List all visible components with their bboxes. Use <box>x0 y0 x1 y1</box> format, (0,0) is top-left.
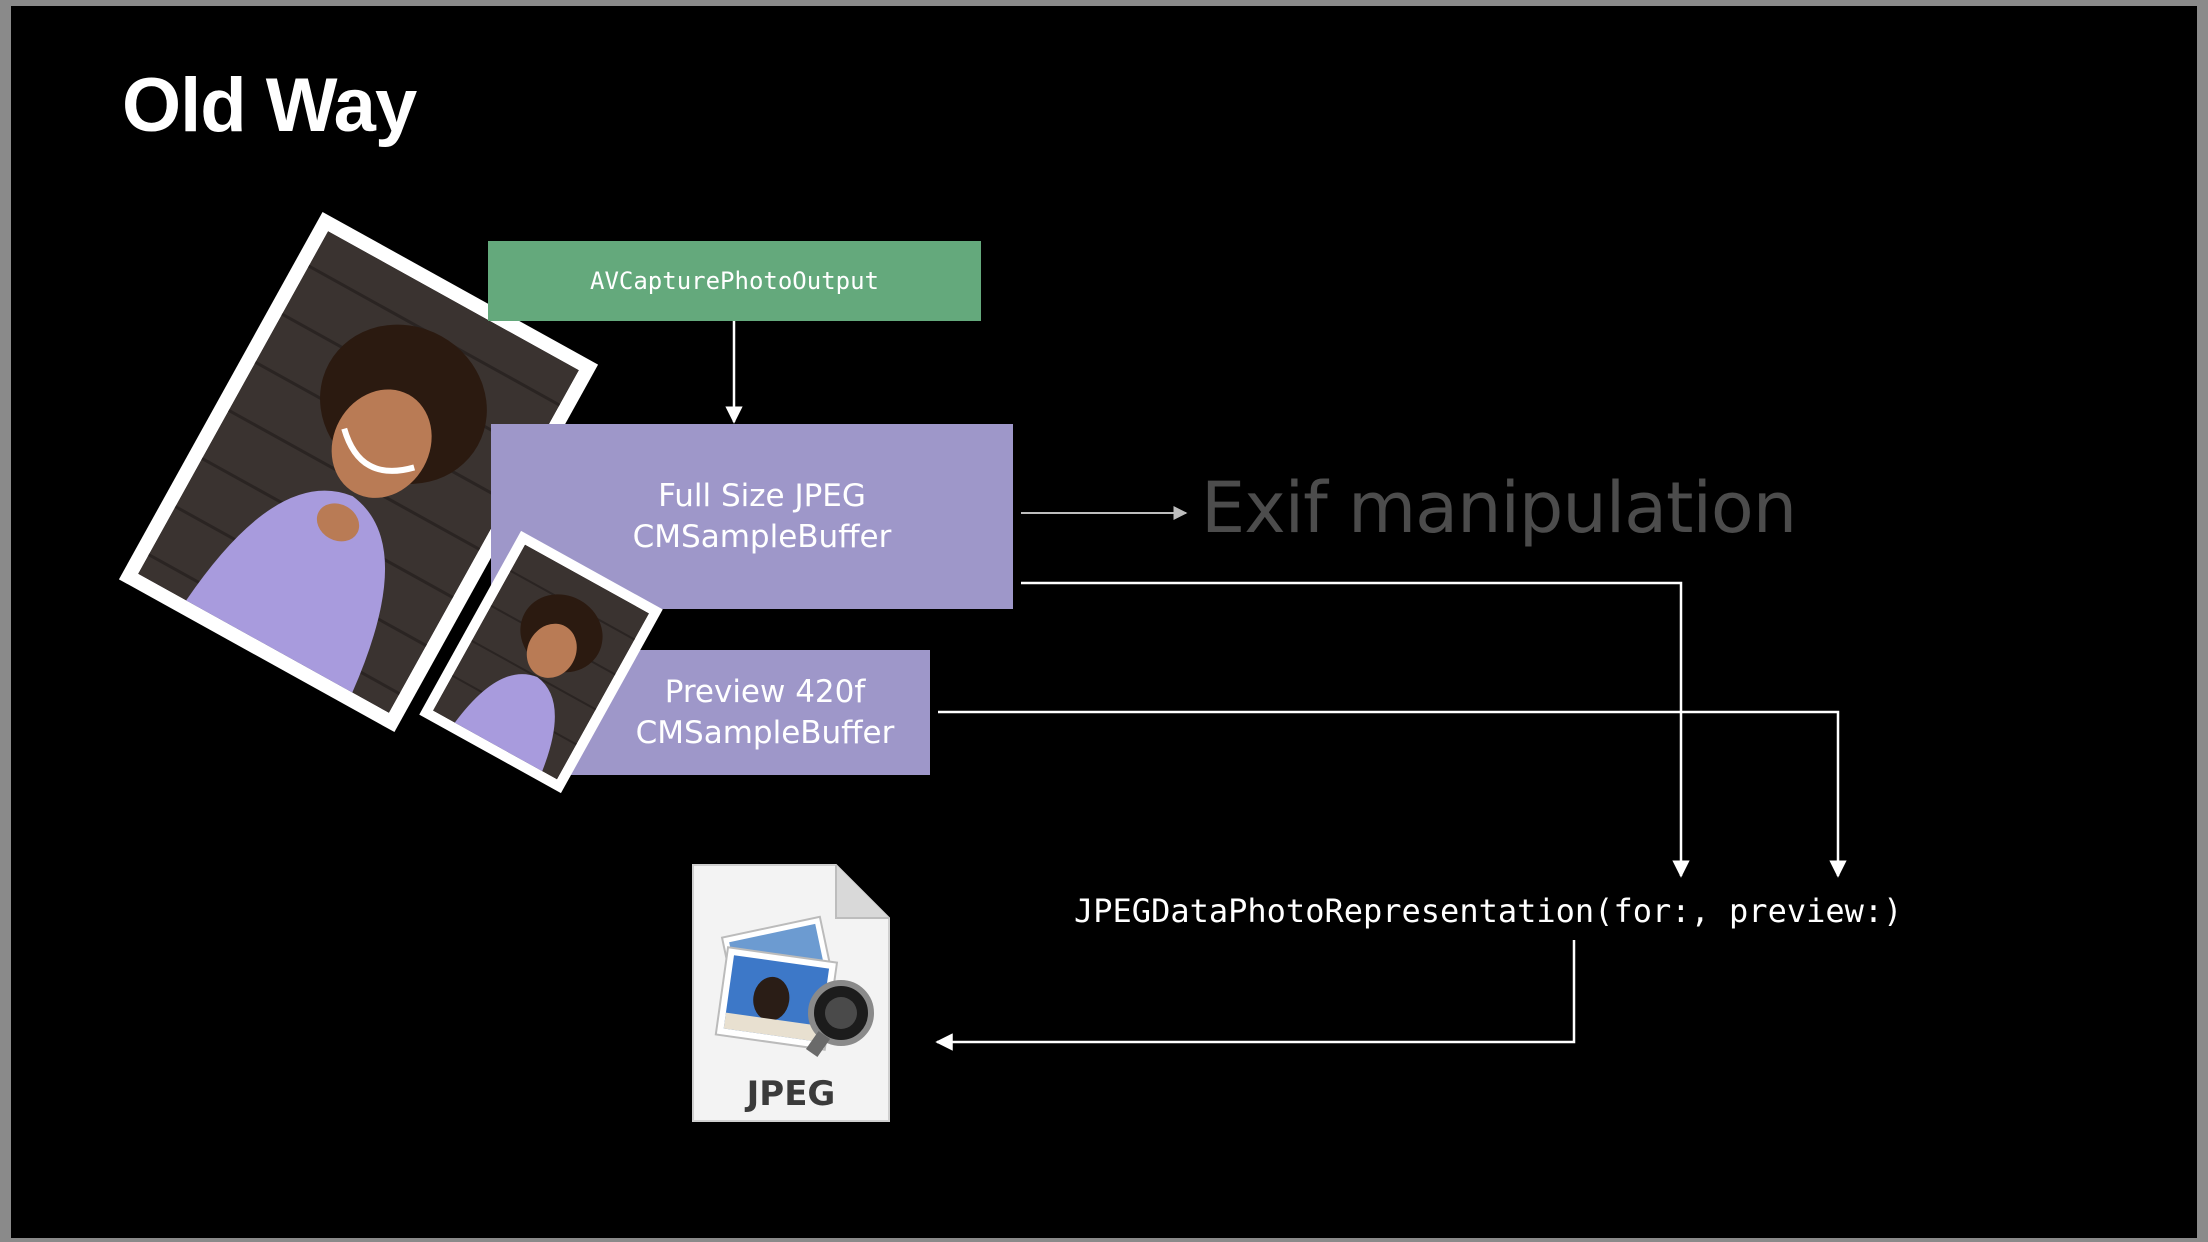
slide: Old Way AVCapturePhotoOutput <box>11 6 2197 1238</box>
arrow-api-to-jpeg <box>935 940 1576 1051</box>
connector-arrows <box>725 321 1847 1051</box>
exif-manipulation-label: Exif manipulation <box>1201 467 1797 549</box>
arrow-preview-to-api <box>938 710 1847 878</box>
jpeg-document-icon: JPEG <box>691 863 891 1123</box>
full-photo-image <box>118 211 599 733</box>
preview-photo-image <box>419 530 663 794</box>
arrow-fullsize-to-api <box>1021 581 1690 878</box>
jpeg-file-label: JPEG <box>746 1074 836 1114</box>
full-size-line2: CMSampleBuffer <box>632 518 892 555</box>
full-size-line1: Full Size JPEG <box>658 477 866 514</box>
slide-title: Old Way <box>122 63 417 148</box>
capture-photo-output-node: AVCapturePhotoOutput <box>488 241 981 321</box>
preview-line1: Preview 420f <box>664 673 866 710</box>
jpeg-data-api-call: JPEGDataPhotoRepresentation(for:, previe… <box>1074 892 1903 930</box>
preview-line2: CMSampleBuffer <box>635 714 895 751</box>
capture-photo-output-label: AVCapturePhotoOutput <box>590 267 879 295</box>
